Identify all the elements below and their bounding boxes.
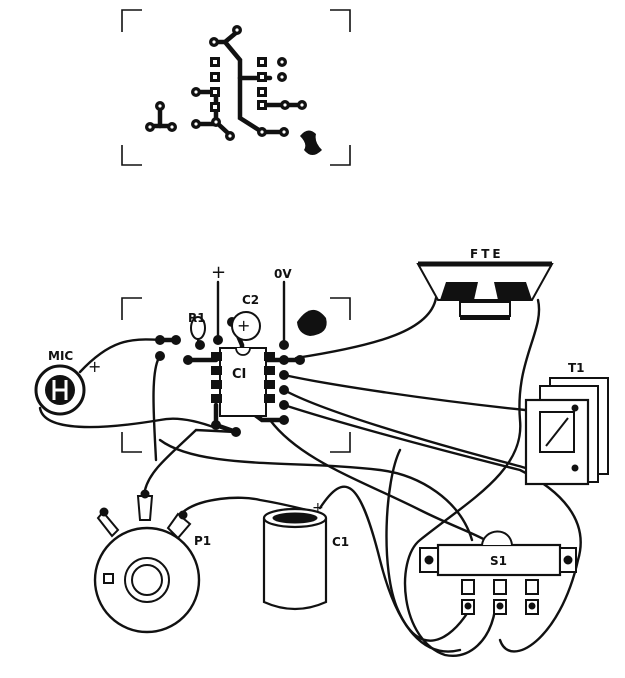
pcb-corner-marks [121, 9, 351, 166]
r1-label: R1 [188, 311, 206, 325]
wire-fte-2 [403, 298, 541, 657]
wire-mic-2 [38, 406, 218, 430]
t1-label: T1 [568, 361, 585, 375]
pcb-pads [145, 25, 322, 155]
supply-0v-label: 0V [274, 267, 292, 281]
transformer-icon: T1 [524, 361, 609, 486]
assembly-board-corners [121, 297, 351, 453]
s1-label: S1 [490, 554, 507, 568]
microphone-icon: MIC + [34, 349, 101, 416]
ic-ci: CI [211, 347, 275, 417]
ci-label: CI [232, 367, 246, 382]
pcb-traces [147, 29, 305, 138]
p1-label: P1 [194, 534, 211, 548]
slide-switch-icon: S1 [419, 530, 577, 615]
loudspeaker-icon: FTE [416, 247, 554, 320]
mic-plus-label: + [88, 357, 101, 376]
wire-board-s1 [158, 438, 474, 542]
wire-fte-1 [294, 296, 438, 360]
wire-t1-3 [282, 373, 527, 412]
wire-p1-mid [143, 428, 238, 492]
wire-c1-s1 [318, 485, 462, 653]
c1-plus-label: + [312, 500, 324, 516]
electrolytic-capacitor-icon: + C1 [262, 500, 349, 611]
wire-mic-1 [78, 338, 162, 374]
c2-label: C2 [242, 293, 259, 307]
c2-plus-sign: + [237, 316, 250, 335]
supply-plus-label: + [211, 262, 226, 283]
mic-label: MIC [48, 349, 73, 363]
pcb-copper-pattern [121, 9, 351, 166]
wire-s1-out [385, 448, 470, 642]
potentiometer-icon: P1 [93, 489, 211, 634]
resistor-r1: R1 [188, 311, 206, 345]
wire-p1-left [152, 354, 162, 462]
fte-label: FTE [470, 247, 504, 261]
capacitor-c2: + C2 [231, 293, 261, 341]
c1-label: C1 [332, 535, 349, 549]
wire-t1-2 [282, 403, 582, 653]
